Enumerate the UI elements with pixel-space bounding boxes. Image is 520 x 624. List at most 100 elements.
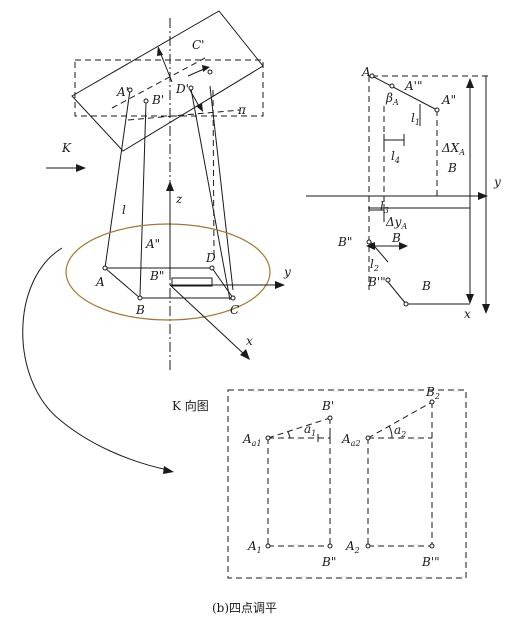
k-point-b2 <box>429 399 435 405</box>
k-label-a1-angle: a1 <box>304 422 316 438</box>
point-a-dprime-side <box>434 107 440 113</box>
side-y-axis-head <box>478 192 488 200</box>
y-axis-head <box>275 281 285 289</box>
point-b-lower-side <box>403 301 409 307</box>
point-d <box>209 265 215 271</box>
point-a-tprime <box>389 83 395 89</box>
side-label-b-upper: B <box>447 161 457 175</box>
x-axis-head <box>240 349 250 360</box>
z-axis-head <box>166 181 174 191</box>
side-label-l3: l3 <box>380 199 389 215</box>
label-z: z <box>175 192 183 206</box>
arrow-to-pi-head <box>196 103 203 112</box>
side-label-l1: l1 <box>411 111 420 127</box>
tilted-plane <box>71 10 264 152</box>
label-k: K <box>61 141 72 155</box>
b-double-arrow-right <box>399 242 408 250</box>
arrow-near-d-prime <box>187 68 205 77</box>
base-ellipse <box>65 223 271 321</box>
proj-line-c <box>209 85 234 291</box>
side-view: A A'" A" βA l1 l4 ΔXA B y l3 ΔyA B" B l2… <box>306 65 501 321</box>
point-d-prime <box>188 85 194 91</box>
label-c: C <box>230 303 239 317</box>
base-inner-box <box>171 277 213 287</box>
label-y: y <box>283 265 291 279</box>
side-label-dy: ΔyA <box>385 215 407 231</box>
side-label-a-dprime: A" <box>441 93 456 107</box>
k-slope-right <box>367 401 433 439</box>
label-d-prime: D' <box>175 82 189 96</box>
k-slope-left <box>267 417 331 439</box>
side-label-b-lower: B <box>421 279 431 293</box>
proj-line-d <box>190 88 231 301</box>
arrow-to-c-prime <box>159 51 173 83</box>
k-label-b-tprime: B'" <box>421 555 440 569</box>
side-label-a: A <box>361 65 371 79</box>
side-label-y: y <box>493 175 501 189</box>
dx-arrow-top <box>466 78 474 88</box>
k-label-b-dprime: B" <box>321 555 336 569</box>
side-label-dx: ΔXA <box>441 141 465 157</box>
proj-line-a <box>104 89 131 269</box>
label-b-prime: B' <box>151 93 164 107</box>
side-label-beta: βA <box>385 91 399 107</box>
k-point-a1 <box>265 543 271 549</box>
side-label-b-mid: B <box>391 231 401 245</box>
k-label-aa1: Aa1 <box>242 432 262 448</box>
k-view: K 向图 B' B2 Aa1 a1 Aa2 a2 <box>172 385 467 579</box>
side-label-x: x <box>464 307 471 321</box>
k-point-b-prime <box>327 415 333 421</box>
label-b: B <box>135 303 145 317</box>
point-c <box>230 295 236 301</box>
k-point-aa2 <box>365 435 371 441</box>
label-a-prime: A' <box>116 85 129 99</box>
k-view-frame <box>227 389 467 579</box>
k-label-b2: B2 <box>425 385 440 401</box>
label-x: x <box>246 334 253 348</box>
plane-rim-line <box>127 109 241 121</box>
proj-line-dashed <box>212 89 215 256</box>
k-label-a1: A1 <box>247 539 262 555</box>
angle-arc-a2 <box>388 425 393 439</box>
k-label-aa2: Aa2 <box>341 432 361 448</box>
side-label-l4: l4 <box>391 149 400 165</box>
label-d: D <box>205 251 216 265</box>
outer-vertical-arrow-head <box>482 304 490 314</box>
proj-line-b <box>139 101 147 297</box>
label-l: l <box>122 203 126 217</box>
k-point-b-tprime <box>429 543 435 549</box>
point-c-prime-up <box>207 69 213 75</box>
label-a-dprime: A" <box>145 237 160 251</box>
side-label-l2: l2 <box>370 257 379 273</box>
arrow-to-c-prime-head <box>157 46 163 56</box>
k-view-title: K 向图 <box>172 398 209 413</box>
k-point-aa1 <box>265 435 271 441</box>
plane-diagonal <box>111 57 206 109</box>
profile-lower <box>387 281 407 305</box>
label-b-dprime: B" <box>149 269 164 283</box>
k-label-b-prime: B' <box>321 399 334 413</box>
k-label-a2-angle: a2 <box>394 423 406 439</box>
x-axis <box>169 284 246 356</box>
k-arrow-head <box>76 164 86 172</box>
point-a <box>102 265 108 271</box>
side-label-a-tprime: A'" <box>404 79 422 93</box>
point-b <box>137 295 143 301</box>
k-point-b-dprime <box>327 543 333 549</box>
point-b-tprime-side <box>385 277 391 283</box>
b-double-arrow-left <box>366 242 375 250</box>
reference-rect <box>74 59 264 117</box>
dx-arrow-bottom <box>466 294 474 304</box>
point-a-side <box>369 73 375 79</box>
side-label-b-tprime: B'" <box>367 275 386 289</box>
point-b-dprime-side <box>366 239 372 245</box>
arrow-near-d-prime-head <box>202 65 210 72</box>
curved-arrow <box>22 247 169 471</box>
base-quad <box>103 267 234 299</box>
k-point-a2 <box>365 543 371 549</box>
label-a: A <box>95 275 105 289</box>
label-pi: π <box>237 103 247 117</box>
slope-a <box>371 75 438 111</box>
curved-arrow-head <box>163 466 174 474</box>
figure-caption: (b)四点调平 <box>212 601 277 615</box>
